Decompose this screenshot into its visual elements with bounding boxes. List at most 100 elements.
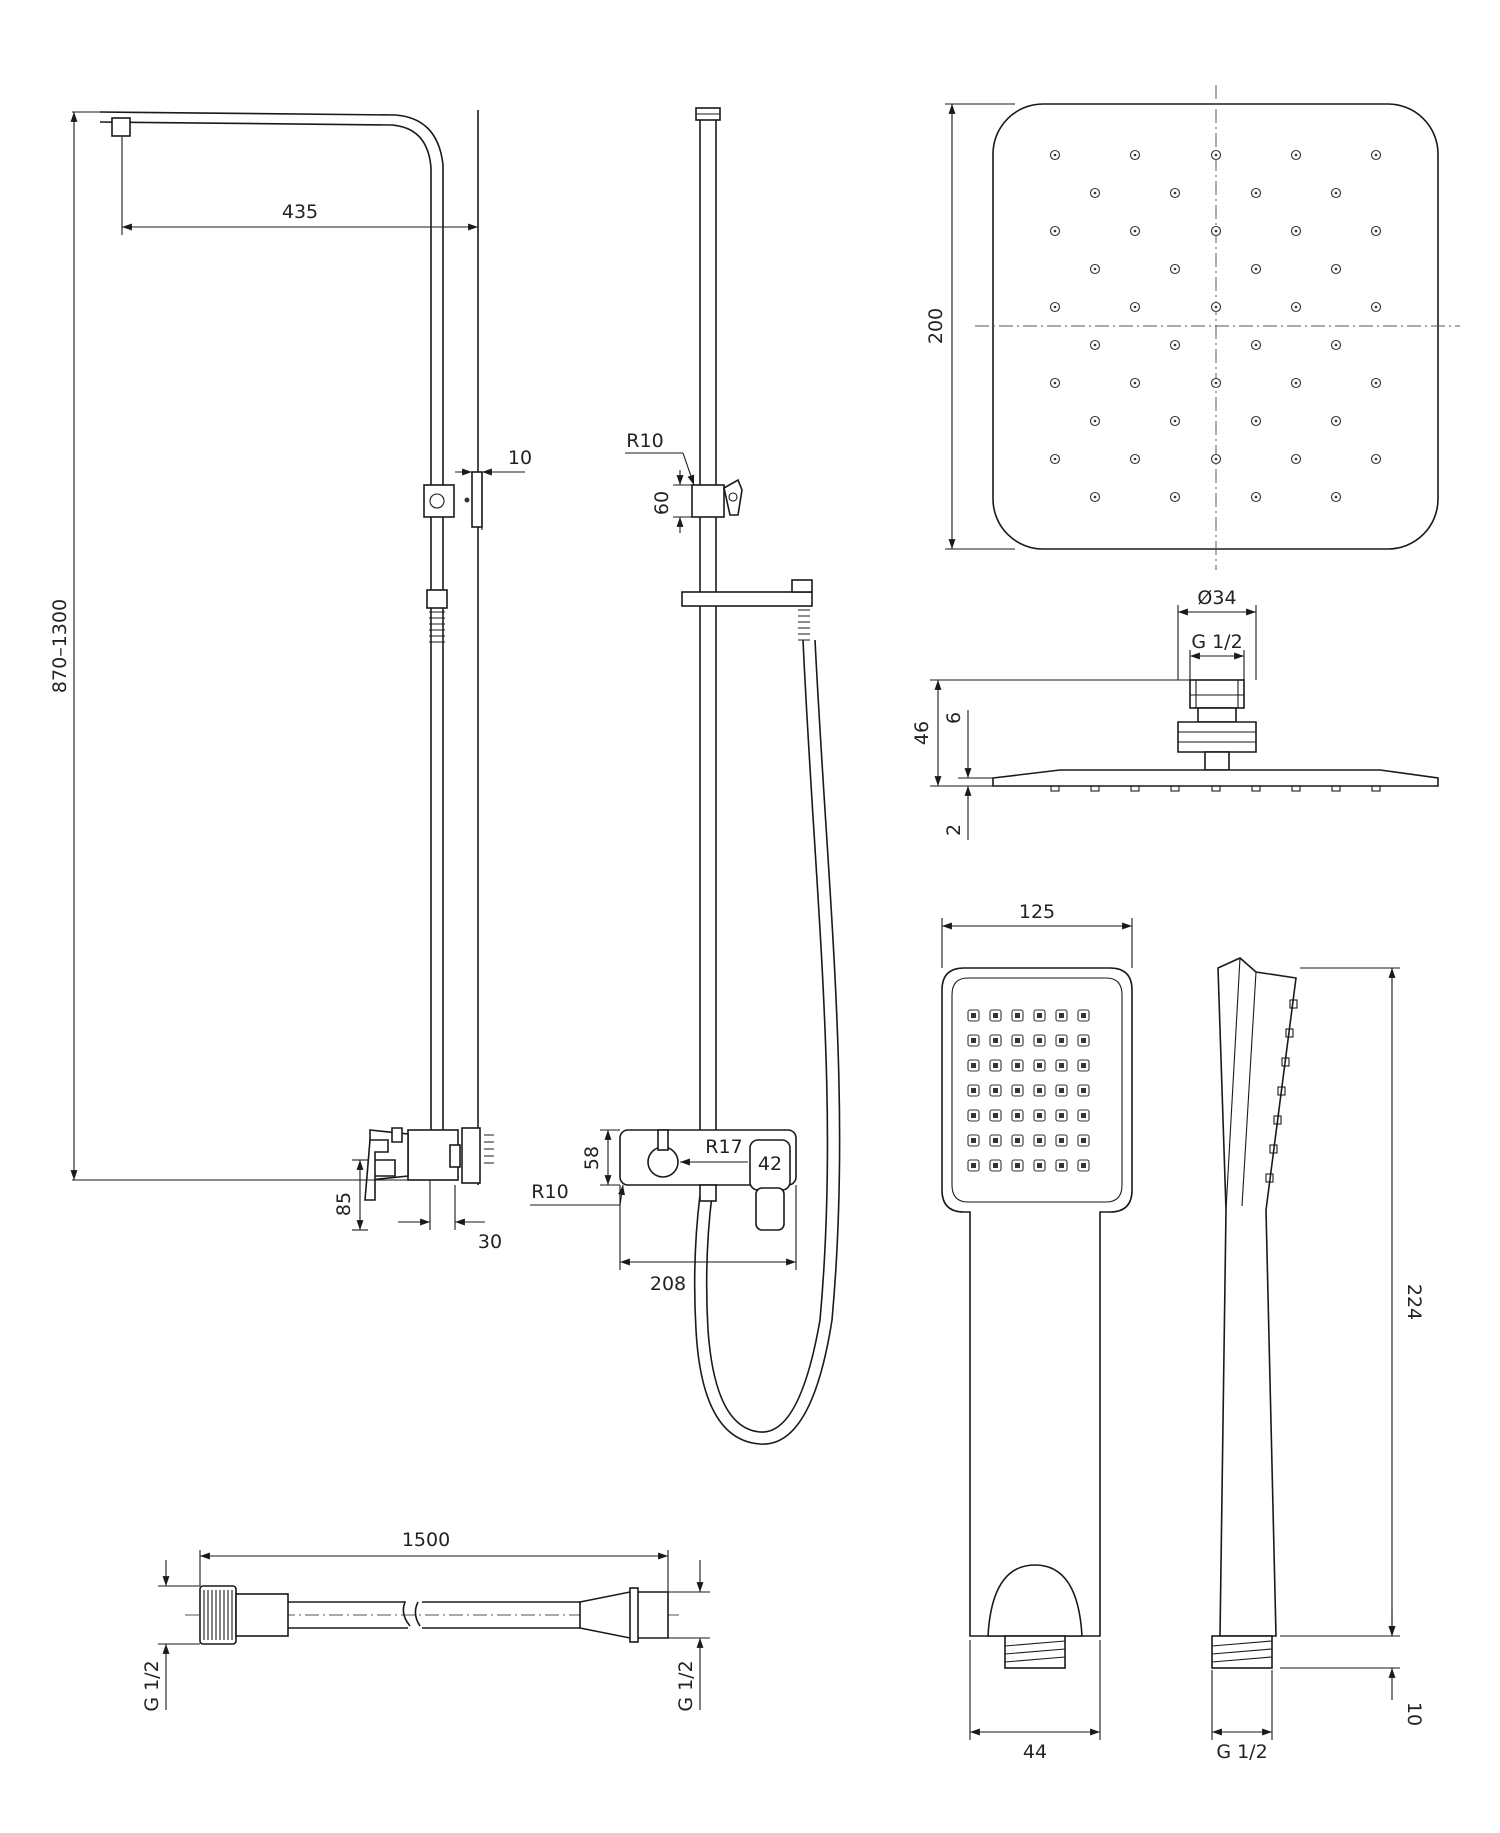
nozzle-center xyxy=(1254,267,1258,271)
nozzle-center xyxy=(1173,495,1177,499)
nozzle-center xyxy=(1133,229,1137,233)
dim-hand-width: 125 xyxy=(1019,901,1055,923)
head-top-view: 200 xyxy=(925,85,1460,570)
nozzle-center xyxy=(1374,153,1378,157)
hand-nozzle-center xyxy=(971,1088,976,1093)
hand-nozzle-center xyxy=(1059,1038,1064,1043)
hand-nozzle-center xyxy=(971,1013,976,1018)
nozzle-center xyxy=(1053,305,1057,309)
dim-arm-length: 435 xyxy=(282,201,318,223)
hand-nozzle-center xyxy=(1059,1113,1064,1118)
side-nozzle xyxy=(1211,785,1221,792)
hand-nozzle-center xyxy=(993,1063,998,1068)
side-nozzle xyxy=(1251,785,1261,792)
dim-height-range: 870–1300 xyxy=(49,599,71,693)
nozzle-center xyxy=(1334,419,1338,423)
hand-nozzle-center xyxy=(1081,1063,1086,1068)
dim-body-radius: R10 xyxy=(531,1181,568,1203)
hand-nozzle-center xyxy=(1015,1163,1020,1168)
nozzle-center xyxy=(1214,229,1218,233)
side-nozzle xyxy=(1130,785,1140,792)
nozzle-center xyxy=(1133,381,1137,385)
hand-nozzle-center xyxy=(1037,1138,1042,1143)
hand-nozzle-center xyxy=(1059,1163,1064,1168)
side-nozzle xyxy=(1291,785,1301,792)
hand-nozzle-center xyxy=(1059,1013,1064,1018)
dim-spout-width: 42 xyxy=(758,1153,782,1175)
side-nozzle xyxy=(1090,785,1100,792)
hand-nozzle-center xyxy=(993,1113,998,1118)
nozzle-center xyxy=(1334,343,1338,347)
column-side-view: 435 870–1300 10 85 30 xyxy=(49,110,532,1253)
hand-side-nozzle xyxy=(1289,999,1298,1009)
head-nozzle-grid xyxy=(1049,149,1382,503)
hand-nozzle-center xyxy=(1015,1013,1020,1018)
nozzle-center xyxy=(1254,191,1258,195)
hand-nozzle-center xyxy=(1081,1088,1086,1093)
hand-nozzle-center xyxy=(1081,1163,1086,1168)
dim-handle-thread-length: 10 xyxy=(1403,1702,1425,1726)
dim-rail-offset: 10 xyxy=(508,447,532,469)
hand-nozzle-center xyxy=(993,1038,998,1043)
hand-nozzle-center xyxy=(1037,1013,1042,1018)
hand-nozzle-center xyxy=(1059,1138,1064,1143)
hand-nozzle-center xyxy=(993,1163,998,1168)
side-nozzle xyxy=(1050,785,1060,792)
hand-nozzle-center xyxy=(993,1138,998,1143)
hand-nozzle-center xyxy=(971,1113,976,1118)
side-nozzle xyxy=(1331,785,1341,792)
hose-view: 1500 G 1/2 G 1/2 xyxy=(141,1529,710,1712)
hand-side-nozzle xyxy=(1265,1173,1274,1183)
hand-nozzle-center xyxy=(1037,1113,1042,1118)
side-nozzle xyxy=(1371,785,1381,792)
hand-nozzle-center xyxy=(1015,1138,1020,1143)
nozzle-center xyxy=(1374,457,1378,461)
dim-head-height: 46 xyxy=(911,721,933,745)
hand-shower-front: 125 44 xyxy=(941,901,1133,1763)
hand-nozzle-center xyxy=(1037,1063,1042,1068)
hand-side-nozzle xyxy=(1277,1086,1286,1096)
head-side-view: Ø34 G 1/2 46 6 2 xyxy=(911,587,1439,840)
dim-handle-thread: G 1/2 xyxy=(1216,1741,1267,1763)
dim-slider-radius: R10 xyxy=(626,430,663,452)
nozzle-center xyxy=(1374,229,1378,233)
hand-side-nozzles xyxy=(1265,999,1298,1183)
nozzle-center xyxy=(1294,305,1298,309)
hand-nozzle-center xyxy=(1037,1163,1042,1168)
nozzle-center xyxy=(1254,343,1258,347)
hand-side-nozzle xyxy=(1273,1115,1282,1125)
nozzle-center xyxy=(1133,153,1137,157)
hand-nozzle-center xyxy=(993,1088,998,1093)
hand-nozzle-center xyxy=(993,1013,998,1018)
dim-hand-length: 224 xyxy=(1403,1284,1425,1320)
nozzle-center xyxy=(1053,381,1057,385)
nozzle-center xyxy=(1173,191,1177,195)
nozzle-center xyxy=(1173,267,1177,271)
head-side-nozzles xyxy=(1050,785,1381,792)
nozzle-center xyxy=(1294,153,1298,157)
nozzle-center xyxy=(1334,267,1338,271)
nozzle-center xyxy=(1294,457,1298,461)
nozzle-center xyxy=(1214,305,1218,309)
nozzle-center xyxy=(1173,343,1177,347)
hand-nozzle-center xyxy=(1081,1113,1086,1118)
hand-nozzle-center xyxy=(1037,1088,1042,1093)
hand-nozzle-center xyxy=(971,1138,976,1143)
nozzle-center xyxy=(1294,229,1298,233)
hand-nozzle-center xyxy=(971,1163,976,1168)
nozzle-center xyxy=(1374,381,1378,385)
nozzle-center xyxy=(1053,229,1057,233)
hand-nozzle-center xyxy=(1059,1063,1064,1068)
nozzle-center xyxy=(1254,419,1258,423)
nozzle-center xyxy=(1214,153,1218,157)
hand-nozzle-center xyxy=(971,1038,976,1043)
nozzle-center xyxy=(1334,191,1338,195)
hand-shower-side: 224 10 G 1/2 xyxy=(1211,957,1425,1763)
nozzle-center xyxy=(1334,495,1338,499)
nozzle-center xyxy=(1093,267,1097,271)
dim-head-size: 200 xyxy=(925,308,947,344)
hand-nozzle-center xyxy=(1081,1138,1086,1143)
dim-hose-thread-right: G 1/2 xyxy=(675,1660,697,1711)
nozzle-center xyxy=(1374,305,1378,309)
